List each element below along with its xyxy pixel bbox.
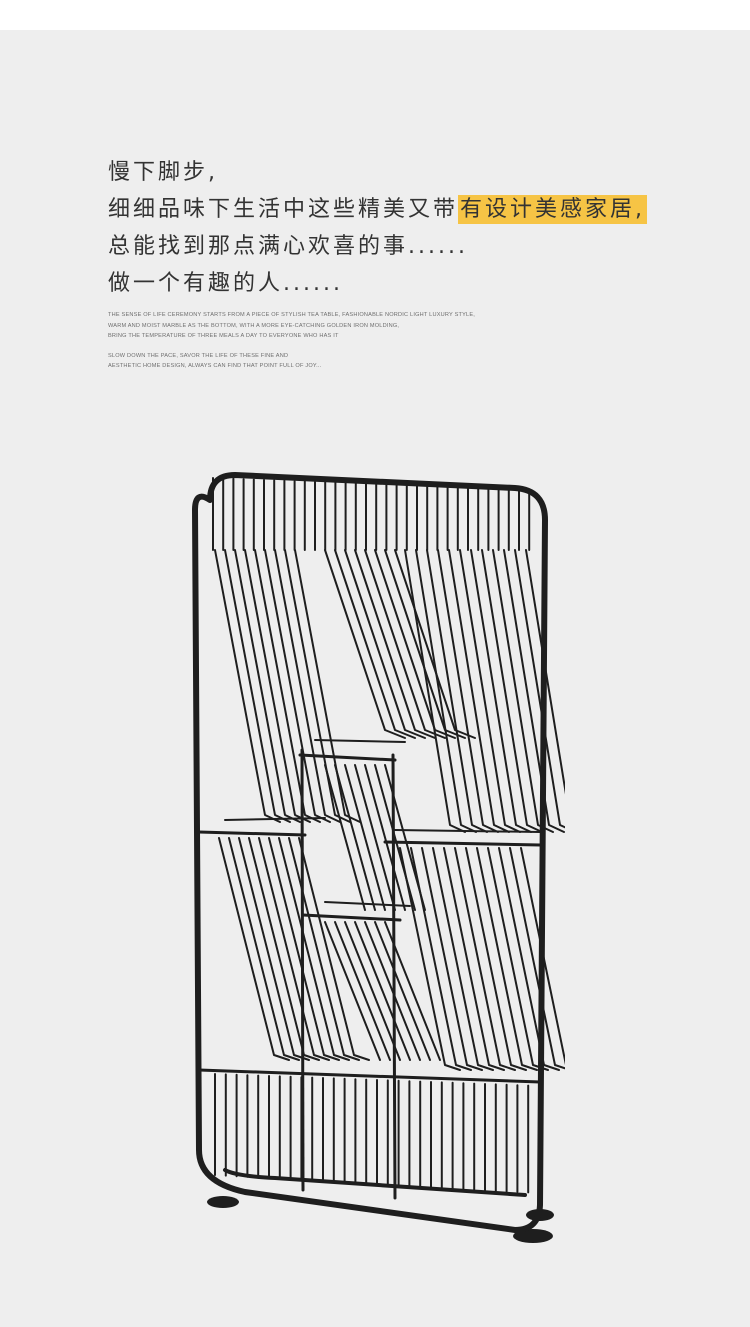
english-description: THE SENSE OF LIFE CEREMONY STARTS FROM A… <box>108 310 548 372</box>
rack-foot <box>207 1196 239 1208</box>
rack-wire <box>520 847 565 1066</box>
headline-line-3: 总能找到那点满心欢喜的事...... <box>108 234 468 259</box>
rack-wire <box>324 921 381 1061</box>
rack-wire <box>404 549 466 833</box>
rack-wire <box>509 847 565 1070</box>
rack-wire <box>448 549 510 833</box>
wire-rack-product-image <box>192 472 565 1243</box>
rack-wire <box>354 921 411 1061</box>
rack-center-post <box>300 748 305 1192</box>
rack-wire <box>498 847 560 1071</box>
rack-wire <box>492 549 554 833</box>
headline-line-1: 慢下脚步, <box>108 160 218 185</box>
rack-wire <box>344 921 401 1061</box>
rack-shelf-lip <box>324 901 411 907</box>
rack-wire <box>399 847 461 1071</box>
rack-wire <box>344 549 426 739</box>
rack-wire <box>465 847 527 1071</box>
rack-wire <box>487 847 549 1071</box>
rack-wire <box>228 837 300 1061</box>
rack-shelf-rail <box>298 753 397 762</box>
product-panel <box>0 30 750 1327</box>
rack-wire <box>334 549 416 739</box>
rack-wire <box>454 847 516 1071</box>
rack-wire <box>268 837 340 1061</box>
rack-wire <box>503 549 565 833</box>
rack-wire <box>334 921 391 1061</box>
rack-wire <box>288 837 360 1061</box>
description-line: SLOW DOWN THE PACE, SAVOR THE LIFE OF TH… <box>108 352 289 359</box>
rack-wire <box>354 764 396 911</box>
rack-wire <box>244 549 311 823</box>
rack-wire <box>234 549 301 823</box>
rack-wire <box>481 549 543 833</box>
rack-wire <box>254 549 321 823</box>
description-line: AESTHETIC HOME DESIGN, ALWAYS CAN FIND T… <box>108 363 322 369</box>
rack-wire <box>514 549 565 829</box>
rack-wire <box>470 549 532 833</box>
rack-wire <box>364 549 446 739</box>
rack-wire <box>415 549 477 833</box>
rack-shelf-lip <box>224 817 326 821</box>
rack-wire <box>334 764 376 911</box>
headline-line-2: 细细品味下生活中这些精美又带有设计美感家居, <box>108 191 648 228</box>
rack-shelf-lip <box>394 829 541 833</box>
headline-highlight: 有设计美感家居, <box>458 195 648 224</box>
headline: 慢下脚步, 细细品味下生活中这些精美又带有设计美感家居, 总能找到那点满心欢喜的… <box>108 154 648 302</box>
headline-line-2-text: 细细品味下生活中这些精美又带 <box>108 197 459 222</box>
rack-wire <box>432 847 494 1071</box>
rack-shelf-rail <box>197 830 307 837</box>
rack-wire <box>324 549 406 739</box>
headline-line-4: 做一个有趣的人...... <box>108 271 343 296</box>
rack-wire <box>218 837 290 1061</box>
rack-wire <box>274 549 341 823</box>
rack-shelf-rail <box>197 1068 542 1084</box>
rack-wire <box>324 764 366 911</box>
rack-wire <box>459 549 521 833</box>
rack-wire <box>294 549 361 823</box>
rack-bottom-rail <box>223 1168 527 1197</box>
description-line: BRING THE TEMPERATURE OF THREE MEALS A D… <box>108 333 339 339</box>
description-line: THE SENSE OF LIFE CEREMONY STARTS FROM A… <box>108 312 476 318</box>
rack-wire <box>248 837 320 1061</box>
rack-foot <box>513 1229 553 1243</box>
rack-wire <box>278 837 350 1061</box>
rack-wire <box>298 837 370 1061</box>
rack-wire <box>410 847 472 1071</box>
rack-wire <box>374 921 431 1061</box>
rack-wire <box>364 764 406 911</box>
rack-wire <box>354 549 436 739</box>
description-line: WARM AND MOIST MARBLE AS THE BOTTOM, WIT… <box>108 322 400 329</box>
rack-shelf-rail <box>301 913 402 922</box>
rack-wire <box>426 549 488 833</box>
rack-wire <box>437 549 499 833</box>
rack-wire <box>421 847 483 1071</box>
rack-wire <box>525 549 565 795</box>
rack-frame <box>192 472 548 1233</box>
rack-wire <box>364 921 421 1061</box>
rack-center-post <box>391 753 397 1200</box>
rack-wire <box>264 549 331 823</box>
rack-shelf-rail <box>383 840 542 847</box>
rack-wire <box>443 847 505 1071</box>
rack-wire <box>344 764 386 911</box>
rack-shelf-lip <box>314 739 406 743</box>
rack-wire <box>258 837 330 1061</box>
rack-wire <box>238 837 310 1061</box>
rack-wire <box>284 549 351 823</box>
top-white-band <box>0 0 750 30</box>
rack-wire <box>476 847 538 1071</box>
